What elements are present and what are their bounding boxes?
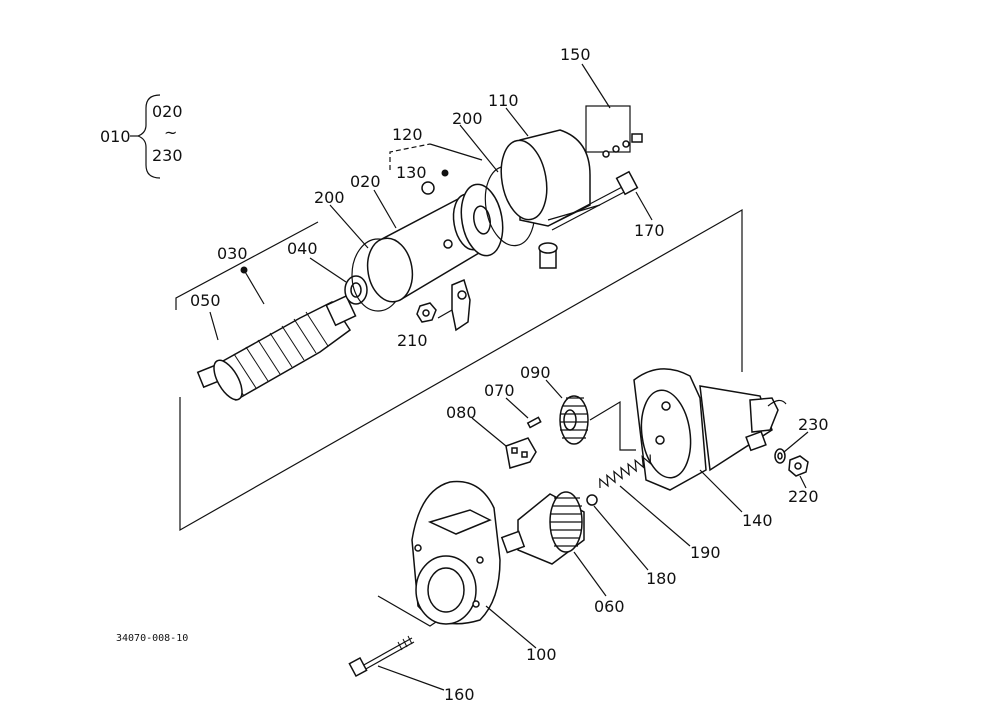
label-220: 220 <box>788 487 819 506</box>
armature <box>196 266 357 402</box>
label-110: 110 <box>488 91 519 110</box>
label-160: 160 <box>444 685 475 704</box>
spring-190 <box>599 454 652 489</box>
label-190: 190 <box>690 543 721 562</box>
leader-090 <box>545 379 563 399</box>
label-070: 070 <box>484 381 515 400</box>
leader-060 <box>573 551 607 597</box>
leader-030 <box>243 269 265 305</box>
leader-200-right <box>459 124 499 173</box>
leader-220 <box>799 475 807 489</box>
bolt-160 <box>348 635 415 678</box>
label-050: 050 <box>190 291 221 310</box>
label-020: 020 <box>350 172 381 191</box>
leader-180 <box>593 505 649 571</box>
gear-group-outline <box>589 400 636 451</box>
clutch-060 <box>500 491 585 565</box>
label-040: 040 <box>287 239 318 258</box>
ball-180 <box>586 494 598 506</box>
leader-190 <box>619 485 691 547</box>
drive-end-frame-100 <box>411 480 501 625</box>
label-180: 180 <box>646 569 677 588</box>
brush-spring-130 <box>421 181 435 195</box>
leader-070 <box>505 397 529 419</box>
label-140: 140 <box>742 511 773 530</box>
leader-200-left <box>329 204 369 249</box>
label-150: 150 <box>560 45 591 64</box>
label-100: 100 <box>526 645 557 664</box>
label-080: 080 <box>446 403 477 422</box>
label-020-range: 020 <box>152 102 183 121</box>
drawing-code: 34070-008-10 <box>116 633 188 644</box>
leader-140 <box>699 469 743 513</box>
label-120: 120 <box>392 125 423 144</box>
washers-150 <box>585 105 643 158</box>
leader-110 <box>505 107 529 137</box>
label-200-left: 200 <box>314 188 345 207</box>
range-bracket-010 <box>130 94 161 179</box>
nut-220 <box>788 455 809 477</box>
label-range-tilde: ~ <box>164 123 177 142</box>
label-090: 090 <box>520 363 551 382</box>
frame-outline <box>377 595 437 627</box>
leader-040 <box>309 257 347 283</box>
leader-150 <box>581 63 611 109</box>
rear-cover-110 <box>500 129 601 269</box>
leader-160 <box>377 665 445 691</box>
leader-050 <box>209 311 219 341</box>
brush-holder-120 <box>389 143 504 257</box>
through-bolt-170 <box>547 170 639 231</box>
label-230-range: 230 <box>152 146 183 165</box>
label-060: 060 <box>594 597 625 616</box>
label-030: 030 <box>217 244 248 263</box>
shaft-070 <box>526 416 542 429</box>
label-130: 130 <box>396 163 427 182</box>
label-170: 170 <box>634 221 665 240</box>
leader-080 <box>471 417 507 447</box>
label-210: 210 <box>397 331 428 350</box>
leader-020 <box>373 189 397 229</box>
gear-090 <box>559 395 589 445</box>
armature-group-outline <box>175 208 743 532</box>
holder-080 <box>505 437 537 469</box>
bearing-040 <box>344 275 368 305</box>
leader-210 <box>437 309 453 319</box>
washer-230 <box>774 448 786 464</box>
leader-170 <box>635 191 653 221</box>
label-230: 230 <box>798 415 829 434</box>
magnet-switch-140 <box>633 368 787 491</box>
leader-100 <box>485 605 537 649</box>
label-200-right: 200 <box>452 109 483 128</box>
nut-210 <box>416 302 437 323</box>
label-010: 010 <box>100 127 131 146</box>
leader-230 <box>783 431 809 453</box>
